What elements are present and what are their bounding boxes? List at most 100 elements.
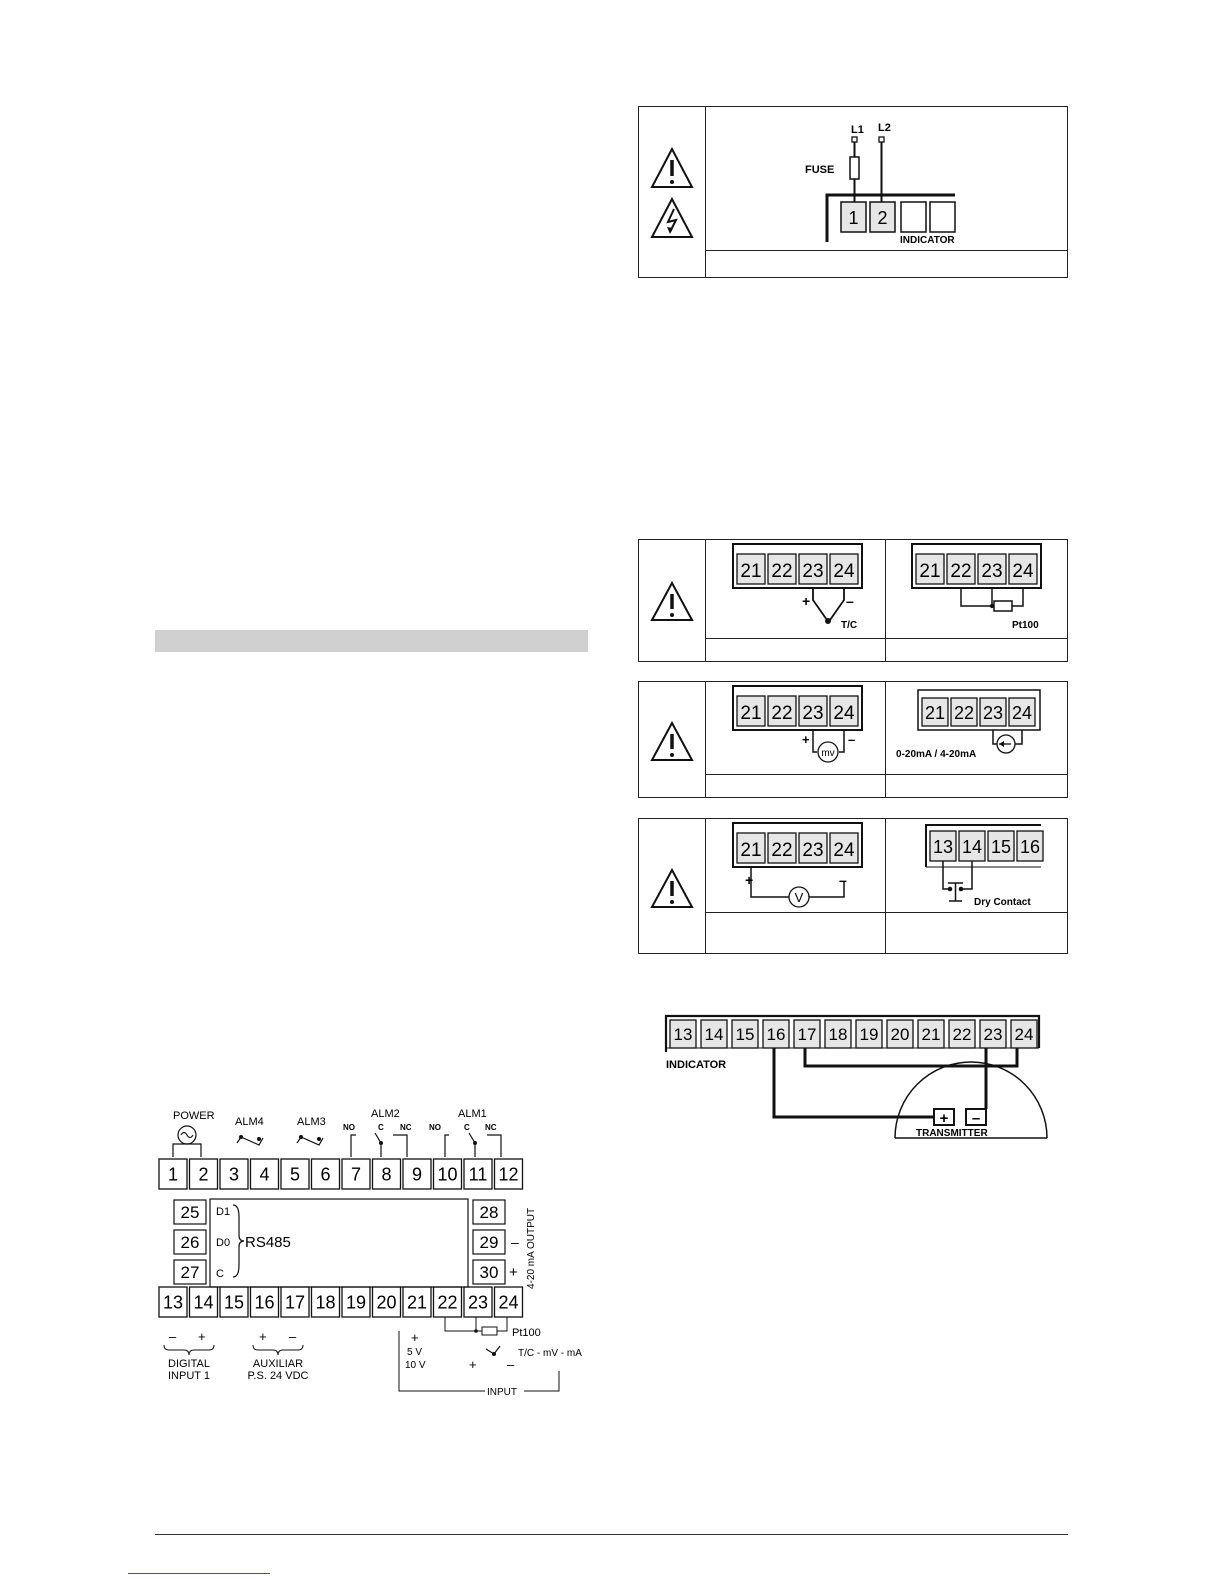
terminal-30: 30 — [480, 1263, 499, 1282]
input-box-mv-ma: 21 22 23 24 mv + – 21 22 23 24 0-20mA / … — [638, 681, 1068, 798]
terminal-20: 20 — [376, 1292, 396, 1312]
tc-mv-ma-label: T/C - mV - mA — [518, 1348, 582, 1359]
terminal-box — [188, 1286, 219, 1318]
rs485-block — [209, 1198, 469, 1288]
terminal-5: 5 — [290, 1164, 300, 1184]
terminal-box — [310, 1286, 341, 1318]
mv-wiring: 21 22 23 24 mv + – — [732, 685, 863, 763]
alm2-no: NO — [343, 1123, 355, 1132]
terminal-7: 7 — [351, 1164, 361, 1184]
l2-label: L2 — [878, 122, 891, 134]
terminal-1: 1 — [168, 1164, 178, 1184]
terminal-23: 23 — [802, 561, 823, 582]
terminal-16: 16 — [254, 1292, 274, 1312]
v10-label: 10 V — [405, 1360, 426, 1371]
terminal-box — [824, 1019, 852, 1049]
mv-symbol: mv — [821, 748, 834, 759]
terminal-25: 25 — [181, 1203, 200, 1222]
terminal-box — [188, 1158, 219, 1190]
ma-label: 0-20mA / 4-20mA — [896, 749, 976, 760]
v5-label: 5 V — [407, 1347, 422, 1358]
alm3-label: ALM3 — [297, 1116, 326, 1128]
tc-plus: + — [802, 593, 810, 609]
terminal-24: 24 — [833, 703, 855, 724]
terminal-8: 8 — [381, 1164, 391, 1184]
terminal-18: 18 — [315, 1292, 335, 1312]
output-label: 4-20 mA OUTPUT — [526, 1208, 537, 1289]
terminal-15: 15 — [991, 837, 1011, 857]
alm1-c: C — [464, 1123, 470, 1132]
tx-indicator-label: INDICATOR — [666, 1059, 726, 1071]
input-plus-bottom: + — [469, 1357, 477, 1372]
terminal-27: 27 — [181, 1263, 200, 1282]
terminal-box — [219, 1158, 249, 1190]
terminal-21: 21 — [922, 1025, 941, 1044]
terminal-box — [249, 1158, 280, 1190]
terminal-box — [731, 1019, 759, 1049]
terminal-box — [700, 1019, 728, 1049]
terminal-21: 21 — [919, 561, 940, 582]
tx-plus: + — [940, 1110, 949, 1127]
alm2-label: ALM2 — [371, 1108, 400, 1120]
v-minus: – — [839, 872, 847, 888]
terminal-22: 22 — [437, 1292, 457, 1312]
terminal-box — [219, 1286, 249, 1318]
terminal-box — [948, 1019, 976, 1049]
rs485-label: RS485 — [245, 1234, 291, 1251]
pt100-wiring: 21 22 23 24 Pt100 — [911, 543, 1042, 631]
alm2-nc: NC — [400, 1123, 412, 1132]
terminal-24: 24 — [833, 840, 855, 861]
l1-label: L1 — [851, 124, 864, 136]
terminal-1: 1 — [848, 208, 858, 228]
terminal-17: 17 — [798, 1025, 817, 1044]
d0-label: D0 — [216, 1237, 230, 1249]
terminal-box — [855, 1019, 883, 1049]
power-wiring-drawing: L1 L2 FUSE 1 2 INDICATOR — [805, 122, 956, 246]
footer-link-underline[interactable] — [128, 1573, 270, 1574]
terminal-box — [280, 1158, 310, 1190]
section-heading-bar — [155, 630, 588, 652]
terminal-22: 22 — [771, 840, 792, 861]
terminal-17: 17 — [285, 1292, 305, 1312]
terminal-box — [371, 1158, 402, 1190]
input-box-tc-pt100: 21 22 23 24 + – T/C 21 22 23 24 Pt100 — [638, 539, 1068, 662]
mv-plus: + — [802, 732, 810, 747]
transmitter-label: TRANSMITTER — [916, 1128, 988, 1139]
terminal-15: 15 — [736, 1025, 755, 1044]
warning-triangle-icon — [650, 580, 694, 621]
terminal-22: 22 — [954, 703, 974, 723]
terminal-box — [669, 1019, 697, 1049]
terminal-15: 15 — [224, 1292, 244, 1312]
terminal-24: 24 — [1015, 1025, 1034, 1044]
terminal-2: 2 — [877, 208, 887, 228]
output-minus: – — [511, 1234, 519, 1250]
voltage-wiring: 21 22 23 24 V + – — [732, 822, 863, 908]
d1-label: D1 — [216, 1206, 230, 1218]
input-box-v-digital: 21 22 23 24 V + – 13 14 15 16 Dry — [638, 818, 1068, 954]
terminal-13: 13 — [674, 1025, 693, 1044]
terminal-11: 11 — [469, 1164, 488, 1184]
terminal-22: 22 — [771, 561, 792, 582]
dry-contact-wiring: 13 14 15 16 Dry Contact — [925, 824, 1044, 908]
input-plus-top: + — [411, 1330, 419, 1345]
terminal-21: 21 — [740, 703, 761, 724]
terminal-9: 9 — [412, 1164, 422, 1184]
aux-minus: – — [289, 1329, 297, 1344]
terminal-13: 13 — [933, 837, 953, 857]
ma-wiring: 21 22 23 24 0-20mA / 4-20mA — [896, 689, 1041, 760]
terminal-box — [402, 1158, 432, 1190]
warning-triangle-icon — [650, 146, 694, 238]
terminal-box — [979, 1019, 1007, 1049]
tc-label: T/C — [841, 620, 857, 631]
terminal-23: 23 — [984, 1025, 1003, 1044]
pt100-label: Pt100 — [1012, 620, 1039, 631]
di-plus: + — [198, 1329, 206, 1344]
aux-plus: + — [259, 1329, 267, 1344]
terminal-box — [886, 1019, 914, 1049]
terminal-2: 2 — [198, 1164, 208, 1184]
terminal-20: 20 — [891, 1025, 910, 1044]
terminal-box — [1010, 1019, 1038, 1049]
